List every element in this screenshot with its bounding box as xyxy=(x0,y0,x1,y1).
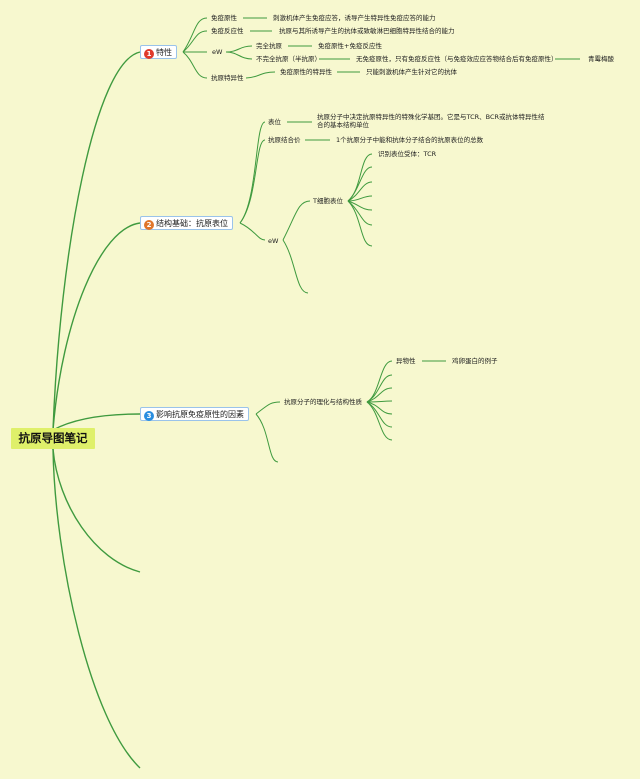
connector-b3-physchem xyxy=(255,401,281,415)
connector-b1-incomplete xyxy=(225,51,253,60)
connector-b2-t-blank-4 xyxy=(347,200,373,211)
connector-b3-blank-3 xyxy=(366,400,393,403)
connector-b2-t-receptor xyxy=(347,153,373,202)
node-immunogenicity[interactable]: 免疫原性 xyxy=(211,14,237,22)
connector-root-branch1 xyxy=(52,51,141,431)
node-foreignness[interactable]: 异物性 xyxy=(396,357,416,365)
badge-3: 3 xyxy=(144,411,154,421)
connector-root-branch3 xyxy=(52,413,141,431)
node-b2-ew[interactable]: eW xyxy=(268,237,279,245)
connector-b3-foreignness xyxy=(366,360,393,403)
node-incomplete-antigen-desc[interactable]: 无免疫原性，只有免疫反应性（与免疫效应应答物结合后有免疫原性） xyxy=(356,55,558,63)
connector-b3-blank-4 xyxy=(366,401,393,415)
connector-b2-t-blank-2 xyxy=(347,181,373,202)
connector-b2-ew xyxy=(239,222,266,241)
connector-b2-valence xyxy=(239,139,266,224)
connector-b1-immunoreactivity xyxy=(182,30,208,53)
node-epitope[interactable]: 表位 xyxy=(268,118,281,126)
connector-b2-trunk xyxy=(239,121,266,224)
node-complete-antigen[interactable]: 完全抗原 xyxy=(256,42,282,50)
node-antigen-specificity-desc[interactable]: 只能刺激机体产生针对它的抗体 xyxy=(366,68,457,76)
connector-b2-t-blank-6 xyxy=(347,200,373,247)
node-t-cell-epitope[interactable]: T细胞表位 xyxy=(313,197,343,205)
node-antigen-specificity-sub[interactable]: 免疫原性的特异性 xyxy=(280,68,332,76)
connector-b3-blank-1 xyxy=(366,374,393,403)
connector-b1-specificity xyxy=(182,51,208,79)
node-physicochemical-properties[interactable]: 抗原分子的理化与结构性质 xyxy=(284,398,362,406)
connector-root-branch2 xyxy=(52,222,141,431)
connector-b1-specificity-sub xyxy=(245,71,276,79)
connector-b1-immunogenicity xyxy=(182,17,208,53)
connector-b1-complete xyxy=(225,45,253,53)
connector-root-branch4 xyxy=(52,448,141,573)
node-immunoreactivity[interactable]: 免疫反应性 xyxy=(211,27,244,35)
connector-b3-blank-6 xyxy=(366,401,393,441)
node-foreignness-desc[interactable]: 鸡卵蛋白的例子 xyxy=(452,357,498,365)
node-antigen-valence-desc[interactable]: 1个抗原分子中能和抗体分子结合的抗原表位的总数 xyxy=(336,136,484,144)
node-incomplete-antigen[interactable]: 不完全抗原（半抗原） xyxy=(256,55,321,63)
connector-b2-t-blank-3 xyxy=(347,195,373,202)
connector-root-branch5 xyxy=(52,448,141,769)
node-immunogenicity-desc[interactable]: 刺激机体产生免疫应答，诱导产生特异性免疫应答的能力 xyxy=(273,14,436,22)
node-incomplete-antigen-example[interactable]: 青霉梅酸 xyxy=(588,55,614,63)
node-antigen-specificity[interactable]: 抗原特异性 xyxy=(211,74,244,82)
connector-b2-ew-t xyxy=(282,200,311,241)
node-b1-ew[interactable]: eW xyxy=(212,48,223,56)
branch-characteristics-label: 特性 xyxy=(156,48,172,57)
badge-1: 1 xyxy=(144,49,154,59)
node-t-cell-receptor[interactable]: 识别表位受体：TCR xyxy=(378,150,437,158)
root-topic[interactable]: 抗原导图笔记 xyxy=(11,428,95,449)
node-antigen-valence[interactable]: 抗原结合价 xyxy=(268,136,301,144)
connector-b2-ew-blank xyxy=(282,239,309,294)
node-immunoreactivity-desc[interactable]: 抗原与其所诱导产生的抗体或致敏淋巴细胞特异性结合的能力 xyxy=(279,27,455,35)
node-epitope-desc[interactable]: 抗原分子中决定抗原特异性的特殊化学基团。它是与TCR、BCR或抗体特异性结合的基… xyxy=(317,113,545,129)
node-complete-antigen-desc[interactable]: 免疫原性+免疫反应性 xyxy=(318,42,382,50)
connector-b3-blank xyxy=(255,413,279,463)
connector-b3-blank-2 xyxy=(366,387,393,403)
branch-immunogenicity-factors-label: 影响抗原免疫原性的因素 xyxy=(156,410,244,419)
branch-structural-basis-label: 结构基础：抗原表位 xyxy=(156,219,228,228)
connector-b2-t-blank-1 xyxy=(347,166,373,202)
badge-2: 2 xyxy=(144,220,154,230)
